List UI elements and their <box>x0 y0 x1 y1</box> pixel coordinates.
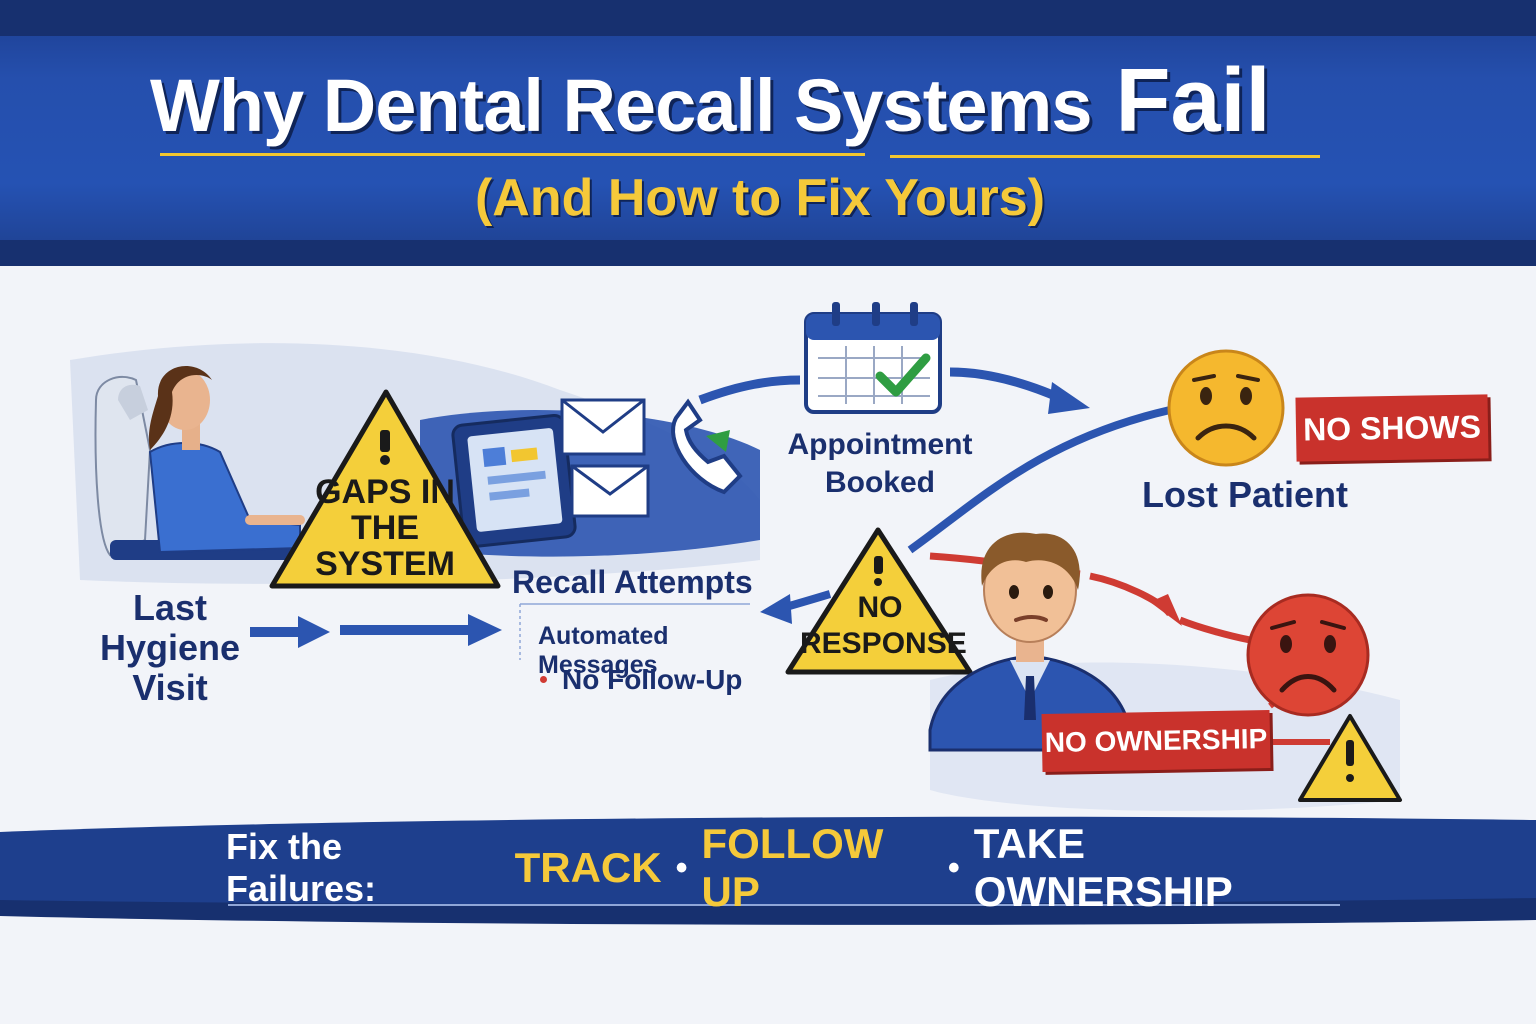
no-response-warning-text: NO RESPONSE <box>800 591 967 660</box>
warning-triangle-icon <box>269 389 501 589</box>
sad-face-icon <box>1167 349 1285 467</box>
page-subtitle: (And How to Fix Yours) <box>474 169 1046 227</box>
title-main: Why Dental Recall Systems <box>150 64 1092 147</box>
header-top-strip <box>0 0 1536 36</box>
footer-lead: Fix the Failures: <box>226 826 377 909</box>
bullet-dot <box>540 676 547 683</box>
footer-band <box>0 816 1536 925</box>
flow-arrows <box>250 367 1330 745</box>
title-underline <box>890 155 1320 158</box>
calendar-check-icon <box>804 302 942 414</box>
recall-item-no-follow-up: No Follow-Up <box>562 664 743 695</box>
footer-step-track: TRACK <box>514 844 662 891</box>
warning-triangle-icon <box>785 527 973 675</box>
lost-patient-label: Lost Patient <box>1141 474 1348 515</box>
gaps-warning-text: GAPS IN THE SYSTEM <box>315 473 455 583</box>
footer-call-to-action: Fix the Failures: TRACK • FOLLOW UP • TA… <box>226 820 1326 915</box>
recall-attempts-title: Recall Attempts <box>512 564 753 600</box>
phone-icon <box>671 398 743 495</box>
envelope-icon <box>560 398 646 456</box>
recall-item-automated: Automated Messages <box>538 622 669 679</box>
footer-separator: • <box>947 848 960 887</box>
last-visit-label: Last Hygiene Visit <box>99 587 241 708</box>
header-bottom-strip <box>0 240 1536 266</box>
no-shows-tag: NO SHOWS <box>1295 394 1489 462</box>
warning-triangle-icon <box>1298 714 1402 802</box>
footer-step-follow-up: FOLLOW UP <box>701 820 884 915</box>
appointment-booked-label: Appointment Booked <box>787 428 973 499</box>
title-emphasis: Fail <box>1115 51 1271 151</box>
no-ownership-tag: NO OWNERSHIP <box>1041 710 1271 772</box>
tablet-icon <box>451 413 577 549</box>
footer-step-take-ownership: TAKE OWNERSHIP <box>973 820 1233 915</box>
envelope-icon <box>570 464 650 518</box>
page-title: Why Dental Recall Systems Fail <box>150 50 1330 160</box>
footer-separator: • <box>675 848 688 887</box>
header-band <box>0 0 1536 262</box>
patient-in-chair-icon <box>94 366 310 560</box>
title-underline <box>160 153 865 156</box>
sad-face-icon <box>1246 593 1370 717</box>
staff-person-icon <box>928 532 1132 752</box>
